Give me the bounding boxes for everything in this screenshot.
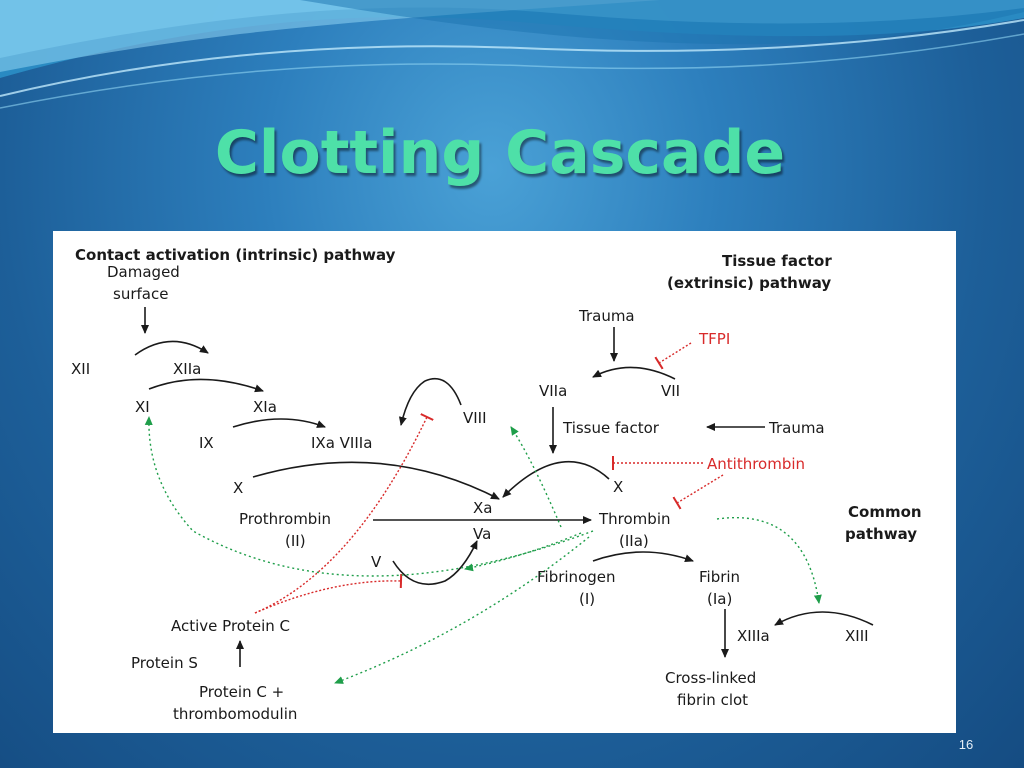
tissue-factor-label: Tissue factor <box>562 419 660 437</box>
inhibition-lines <box>254 342 724 614</box>
factor-xi-label: XI <box>135 398 150 416</box>
antithrombin-label: Antithrombin <box>707 455 805 473</box>
extrinsic-pathway-header-line1: Tissue factor <box>722 252 832 270</box>
factor-v-label: V <box>371 553 382 571</box>
factor-xa-label: Xa <box>473 499 492 517</box>
arrow-ix-to-ixa <box>232 418 326 428</box>
feedback-thrombin-to-xiii <box>716 517 822 604</box>
tfpi-label: TFPI <box>698 330 730 348</box>
clotting-cascade-diagram: Contact activation (intrinsic) pathway T… <box>53 231 956 733</box>
common-pathway-header-line1: Common <box>848 503 922 521</box>
arrow-viii-to-viiia <box>398 377 462 426</box>
arrow-x-right-to-xa <box>502 460 610 498</box>
prothrombin-label: Prothrombin <box>239 510 331 528</box>
arrow-fibrinogen-to-fibrin <box>592 551 694 563</box>
arrow-xi-to-xia <box>148 378 264 393</box>
protein-s-label: Protein S <box>131 654 198 672</box>
active-protein-c-label: Active Protein C <box>171 617 290 635</box>
inhibition-apc-to-v <box>254 573 403 614</box>
common-pathway-header-line2: pathway <box>845 525 917 543</box>
trauma-top-label: Trauma <box>578 307 635 325</box>
factor-xiiia-label: XIIIa <box>737 627 770 645</box>
thrombin-label: Thrombin <box>598 510 671 528</box>
factor-xii-label: XII <box>71 360 90 378</box>
factor-xia-label: XIa <box>253 398 277 416</box>
factor-xiia-label: XIIa <box>173 360 201 378</box>
factor-ixa-viiia-label: IXa VIIIa <box>311 434 372 452</box>
inhibition-tfpi-to-viia <box>654 342 692 370</box>
factor-xiii-label: XIII <box>845 627 869 645</box>
arrow-vii-to-viia <box>592 366 676 380</box>
factor-ix-label: IX <box>199 434 214 452</box>
protein-c-label-line2: thrombomodulin <box>173 705 297 723</box>
fibrin-label: Fibrin <box>699 568 740 586</box>
arrow-xii-to-xiia <box>134 340 209 356</box>
damaged-surface-label-line2: surface <box>113 285 168 303</box>
slide-page-number: 16 <box>958 737 974 752</box>
slide-title: Clotting Cascade <box>214 118 786 188</box>
factor-x-left-label: X <box>233 479 243 497</box>
crosslinked-clot-label-line2: fibrin clot <box>677 691 748 709</box>
fibrin-numeral-label: (Ia) <box>707 590 732 608</box>
activation-arrows <box>134 307 874 667</box>
trauma-right-label: Trauma <box>768 419 825 437</box>
feedback-thrombin-to-xi <box>144 416 594 577</box>
prothrombin-numeral-label: (II) <box>285 532 306 550</box>
feedback-arrows <box>144 416 822 684</box>
extrinsic-pathway-header-line2: (extrinsic) pathway <box>667 274 831 292</box>
cascade-svg: Contact activation (intrinsic) pathway T… <box>71 246 922 723</box>
fibrinogen-numeral-label: (I) <box>579 590 595 608</box>
inhibition-antithrombin-to-thrombin <box>672 474 724 510</box>
thrombin-numeral-label: (IIa) <box>619 532 649 550</box>
fibrinogen-label: Fibrinogen <box>537 568 616 586</box>
protein-c-label-line1: Protein C + <box>199 683 284 701</box>
arrow-xiii-to-xiiia <box>774 611 874 626</box>
factor-x-right-label: X <box>613 478 623 496</box>
inhibition-apc-to-viiia <box>254 413 434 614</box>
header-waves <box>0 0 1024 109</box>
feedback-thrombin-to-protein-c <box>334 536 590 684</box>
factor-va-label: Va <box>473 525 491 543</box>
factor-viii-label: VIII <box>463 409 487 427</box>
arrow-x-to-xa <box>252 461 500 500</box>
crosslinked-clot-label-line1: Cross-linked <box>665 669 756 687</box>
arrow-v-to-va <box>392 540 478 585</box>
intrinsic-pathway-header: Contact activation (intrinsic) pathway <box>75 246 396 264</box>
feedback-thrombin-to-v <box>464 532 582 572</box>
factor-vii-label: VII <box>661 382 680 400</box>
factor-viia-label: VIIa <box>539 382 567 400</box>
damaged-surface-label-line1: Damaged <box>107 263 180 281</box>
